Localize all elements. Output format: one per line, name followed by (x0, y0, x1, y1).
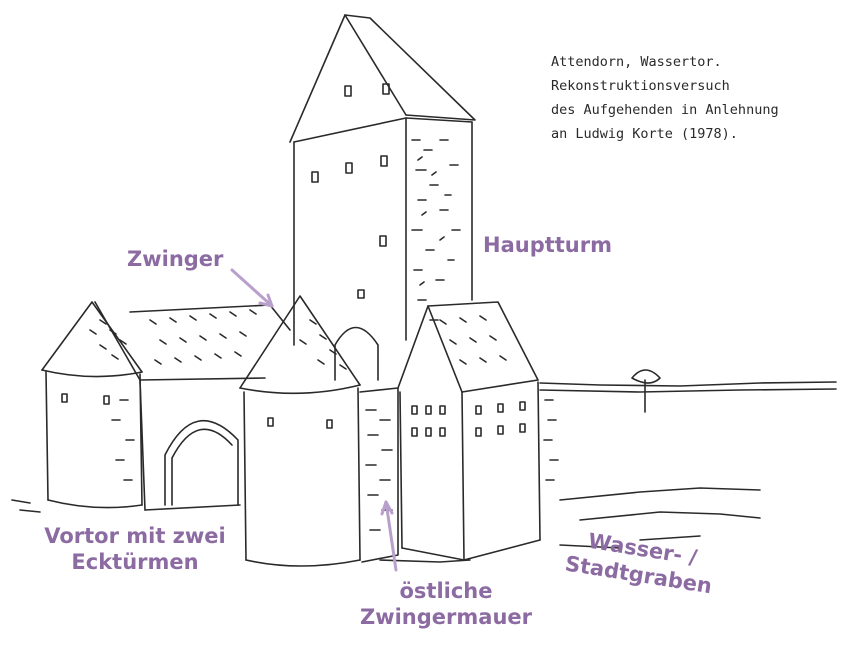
right-building (397, 301, 559, 561)
label-hauptturm: Hauptturm (483, 233, 612, 257)
label-vortor-line1: Vortor mit zwei (44, 524, 226, 548)
zwinger-roof (94, 301, 379, 511)
label-mauer-line1: östliche (399, 579, 493, 603)
label-zwinger: Zwinger (127, 247, 224, 271)
tree (631, 369, 661, 413)
left-corner-tower (41, 301, 143, 509)
caption-line: des Aufgehenden in Anlehnung (551, 102, 779, 118)
caption-line: Rekonstruktionsversuch (551, 78, 730, 94)
figure-caption: Attendorn, Wassertor. Rekonstruktionsver… (551, 50, 779, 146)
ground-lines (11, 381, 837, 563)
label-arrows (230, 268, 398, 572)
label-vortor: Vortor mit zwei Ecktürmen (40, 523, 230, 575)
label-zwingermauer: östliche Zwingermauer (356, 578, 536, 630)
caption-line: Attendorn, Wassertor. (551, 54, 722, 70)
label-mauer-line2: Zwingermauer (359, 605, 532, 629)
right-corner-tower (239, 295, 361, 567)
label-vortor-line2: Ecktürmen (71, 550, 199, 574)
main-tower (289, 14, 476, 346)
caption-line: an Ludwig Korte (1978). (551, 126, 738, 142)
